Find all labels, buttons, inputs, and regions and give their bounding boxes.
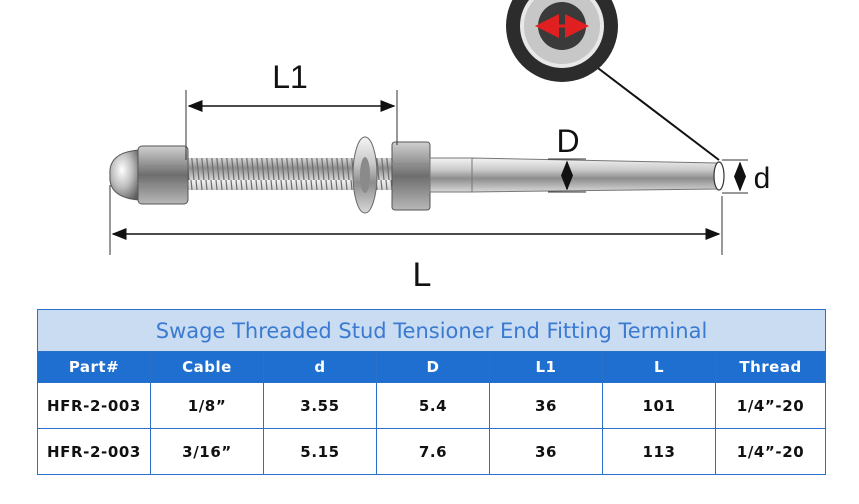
washer [352,136,378,214]
swage-body [429,157,725,193]
cell-l1: 36 [489,428,603,475]
cell-small-d: 3.55 [263,382,377,429]
cell-l: 101 [602,382,716,429]
acorn-nut [109,145,189,205]
table-header-row: Part# Cable d D L1 L Thread [37,351,827,383]
header-l: L [602,351,716,383]
l-dimension: L [109,185,723,294]
big-d-label: D [556,123,579,159]
hex-nut [391,141,431,211]
small-d-label: d [754,162,771,195]
cell-big-d: 7.6 [376,428,490,475]
header-big-d: D [376,351,490,383]
cell-cable: 3/16” [150,428,264,475]
table-row: HFR-2-003 1/8” 3.55 5.4 36 101 1/4”-20 [37,382,827,429]
cell-thread: 1/4”-20 [714,382,827,429]
small-d-dimension: d [722,159,771,195]
l-label: L [413,256,432,294]
l1-label: L1 [272,59,308,95]
detail-callout [506,0,720,161]
cell-thread: 1/4”-20 [714,428,827,475]
product-diagram: L1 D d L [109,0,771,294]
header-l1: L1 [489,351,603,383]
cell-l1: 36 [489,382,603,429]
cell-part: HFR-2-003 [37,382,151,429]
cell-big-d: 5.4 [376,382,490,429]
spec-table: Swage Threaded Stud Tensioner End Fittin… [36,309,827,475]
cell-part: HFR-2-003 [37,428,151,475]
cell-cable: 1/8” [150,382,264,429]
l1-dimension: L1 [185,59,398,160]
header-cable: Cable [150,351,264,383]
cell-l: 113 [602,428,716,475]
header-part: Part# [37,351,151,383]
table-row: HFR-2-003 3/16” 5.15 7.6 36 113 1/4”-20 [37,428,827,475]
big-d-dimension: D [548,123,586,193]
header-small-d: d [263,351,377,383]
header-thread: Thread [714,351,827,383]
table-title: Swage Threaded Stud Tensioner End Fittin… [36,309,827,352]
cell-small-d: 5.15 [263,428,377,475]
